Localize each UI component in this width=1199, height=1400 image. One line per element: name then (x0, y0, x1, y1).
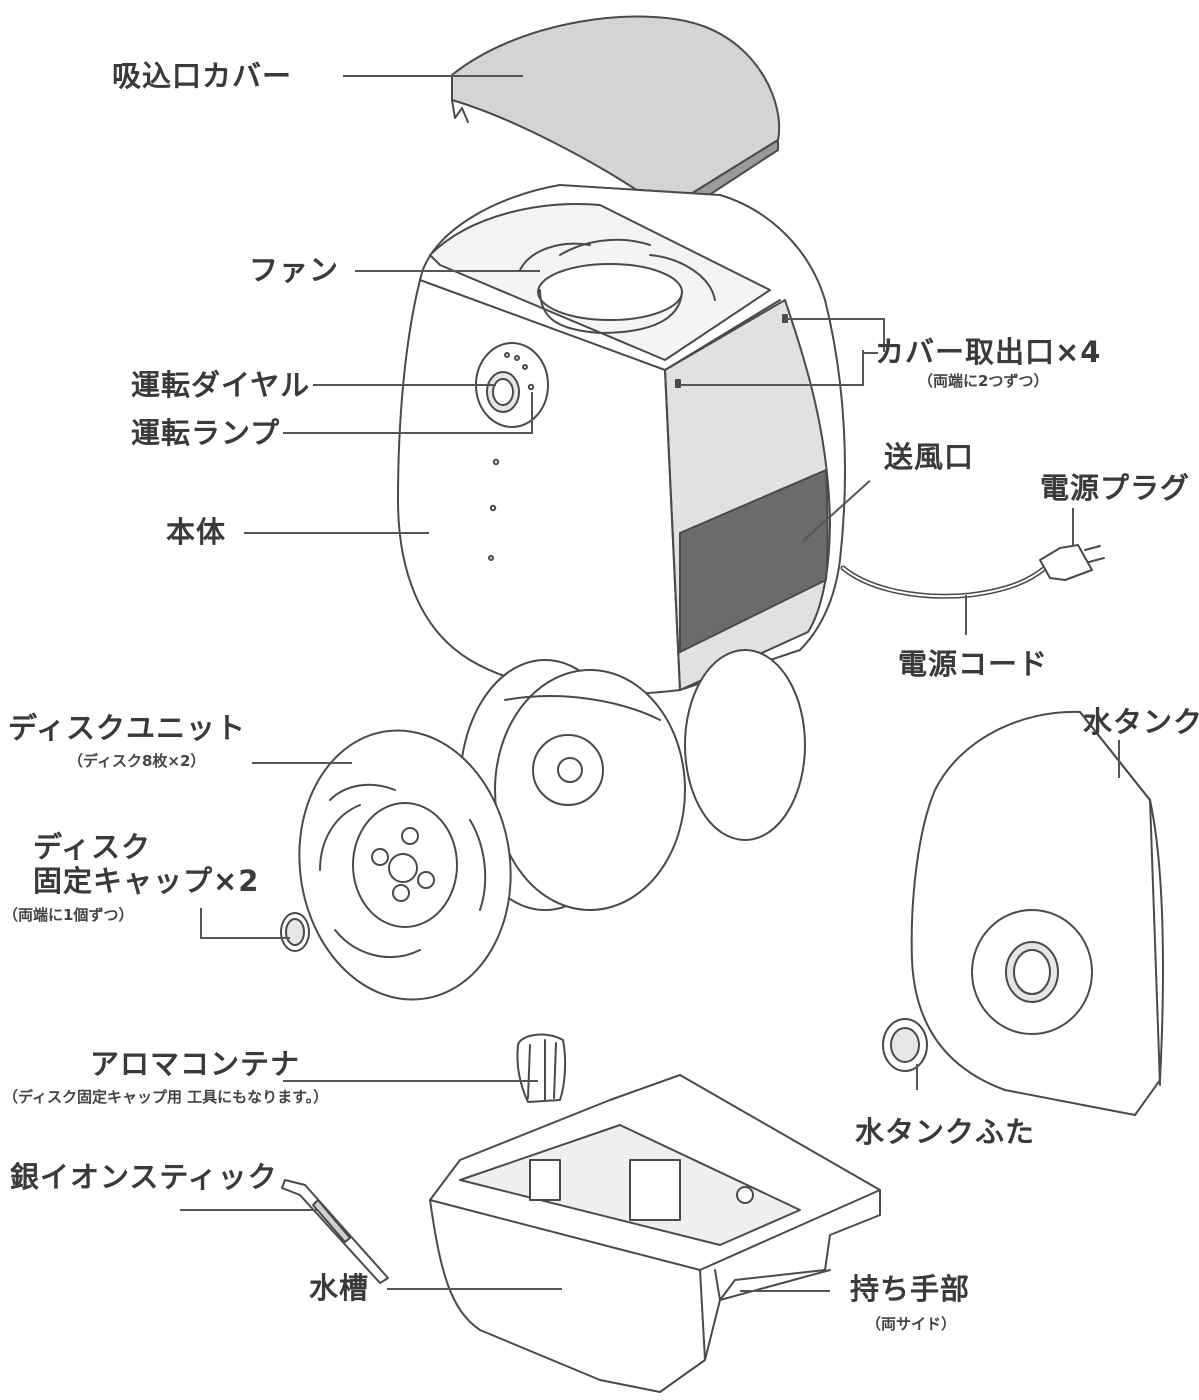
leader-slot-join2 (883, 318, 885, 352)
label-cover-slots: カバー取出口×4 (875, 335, 1102, 369)
label-cover-slots-note: （両端に2つずつ） (918, 372, 1049, 390)
leader-disc-cap-vertical (200, 908, 202, 938)
leader-aroma (283, 1080, 538, 1082)
water-tank-shape (910, 710, 1164, 1116)
fan-shape (519, 238, 716, 334)
cord-shape (840, 544, 1105, 599)
tank-cap-shape (882, 1018, 928, 1072)
label-disc-unit: ディスクユニット (8, 711, 246, 745)
leader-lamp-vertical (531, 392, 533, 434)
leader-dial (313, 384, 496, 386)
leader-slot-lower (680, 384, 863, 386)
leader-tank-cap (916, 1064, 918, 1090)
label-disc-cap-note: （両端に1個ずつ） (3, 906, 134, 924)
leader-body (244, 532, 429, 534)
silver-stick-shape (281, 1179, 389, 1284)
leader-fan (355, 270, 540, 272)
leader-plug (1072, 508, 1074, 546)
disc-unit-shape (298, 729, 512, 1001)
label-lamp: 運転ランプ (131, 416, 281, 450)
label-disc-cap-1: ディスク (33, 830, 151, 864)
leader-cord (965, 595, 967, 635)
aroma-container-shape (516, 1033, 567, 1103)
leader-slot-tab (864, 352, 878, 354)
leader-intake-cover (343, 75, 523, 77)
label-fan: ファン (249, 253, 340, 287)
label-handle-note: （両サイド） (866, 1315, 957, 1333)
label-outlet: 送風口 (884, 440, 975, 474)
water-basin-shape (429, 1074, 881, 1393)
disc-cap-shape (280, 912, 310, 952)
leader-slot-upper (785, 318, 885, 320)
label-tank-cap: 水タンクふた (855, 1115, 1036, 1149)
label-tank: 水タンク (1083, 705, 1199, 739)
leader-slot-join (862, 350, 864, 386)
label-silver-stick: 銀イオンスティック (10, 1160, 278, 1194)
leader-disc-cap (200, 937, 290, 939)
label-plug: 電源プラグ (1040, 471, 1191, 505)
main-body-shape (397, 184, 846, 695)
label-disc-unit-note: （ディスク8枚×2） (68, 752, 206, 770)
label-intake-cover: 吸込口カバー (112, 59, 293, 93)
leader-basin (387, 1288, 562, 1290)
label-handle: 持ち手部 (850, 1272, 971, 1306)
leader-lamp (283, 432, 533, 434)
label-basin: 水槽 (309, 1271, 370, 1305)
label-aroma-note: （ディスク固定キャップ用 工具にもなります。） (3, 1088, 329, 1106)
label-dial: 運転ダイヤル (131, 368, 311, 402)
label-disc-cap-2: 固定キャップ×2 (33, 864, 260, 898)
label-cord: 電源コード (898, 647, 1049, 681)
leader-disc-unit (252, 762, 352, 764)
leader-handle (740, 1290, 830, 1292)
leader-tank (1118, 740, 1120, 778)
disc-stack-shape (459, 649, 806, 911)
label-body: 本体 (166, 515, 227, 549)
leader-silver-stick (180, 1209, 318, 1211)
label-aroma: アロマコンテナ (90, 1047, 301, 1081)
